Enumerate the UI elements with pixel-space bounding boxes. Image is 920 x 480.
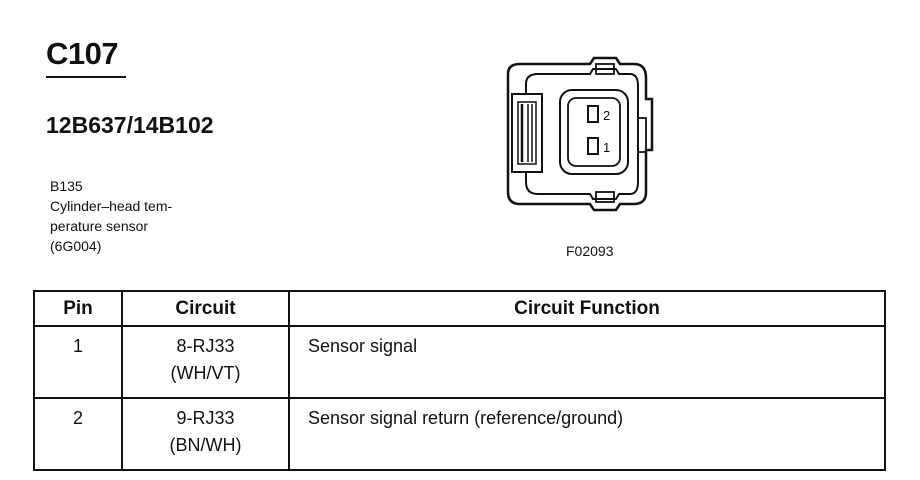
pin-table: Pin Circuit Circuit Function 1 8-RJ33 (W… [33, 290, 886, 471]
pin-cell: 1 [33, 325, 123, 399]
bottom-key [595, 191, 615, 203]
connector-id: C107 [46, 36, 119, 71]
circuit-code: 8-RJ33 [176, 336, 235, 356]
connector-inner-housing [525, 68, 639, 200]
connector-id-underline [46, 76, 126, 78]
pin-cell: 2 [33, 397, 123, 471]
circuit-code: 9-RJ33 [176, 408, 235, 428]
table-header-row: Pin Circuit Circuit Function [33, 290, 886, 327]
pin-2-label: 2 [603, 108, 610, 123]
header-circuit: Circuit [121, 290, 290, 327]
pin-2-slot [587, 105, 599, 123]
component-description: B135 Cylinder–head tem- perature sensor … [50, 176, 172, 256]
component-name-line: (6G004) [50, 238, 102, 254]
circuit-cell: 9-RJ33 (BN/WH) [121, 397, 290, 471]
connector-outer-housing [506, 56, 654, 212]
circuit-cell: 8-RJ33 (WH/VT) [121, 325, 290, 399]
pin-1-slot [587, 137, 599, 155]
function-cell: Sensor signal [288, 325, 886, 399]
top-key [595, 63, 615, 75]
connector-face-illustration: 2 1 [506, 56, 654, 212]
locking-latch [511, 93, 543, 173]
header-circuit-function: Circuit Function [288, 290, 886, 327]
table-row: 2 9-RJ33 (BN/WH) Sensor signal return (r… [33, 397, 886, 471]
component-name-line: Cylinder–head tem- [50, 198, 173, 214]
table-row: 1 8-RJ33 (WH/VT) Sensor signal [33, 325, 886, 399]
component-code: B135 [50, 178, 83, 194]
terminal-cavity-inner [567, 97, 621, 167]
wire-color: (WH/VT) [170, 363, 241, 383]
function-cell: Sensor signal return (reference/ground) [288, 397, 886, 471]
side-tab [637, 117, 647, 153]
component-name-line: perature sensor [50, 218, 149, 234]
figure-id: F02093 [566, 243, 614, 259]
pin-1-label: 1 [603, 140, 610, 155]
terminal-cavity-block [559, 89, 629, 175]
part-numbers: 12B637/14B102 [46, 112, 214, 138]
wire-color: (BN/WH) [169, 435, 242, 455]
header-pin: Pin [33, 290, 123, 327]
